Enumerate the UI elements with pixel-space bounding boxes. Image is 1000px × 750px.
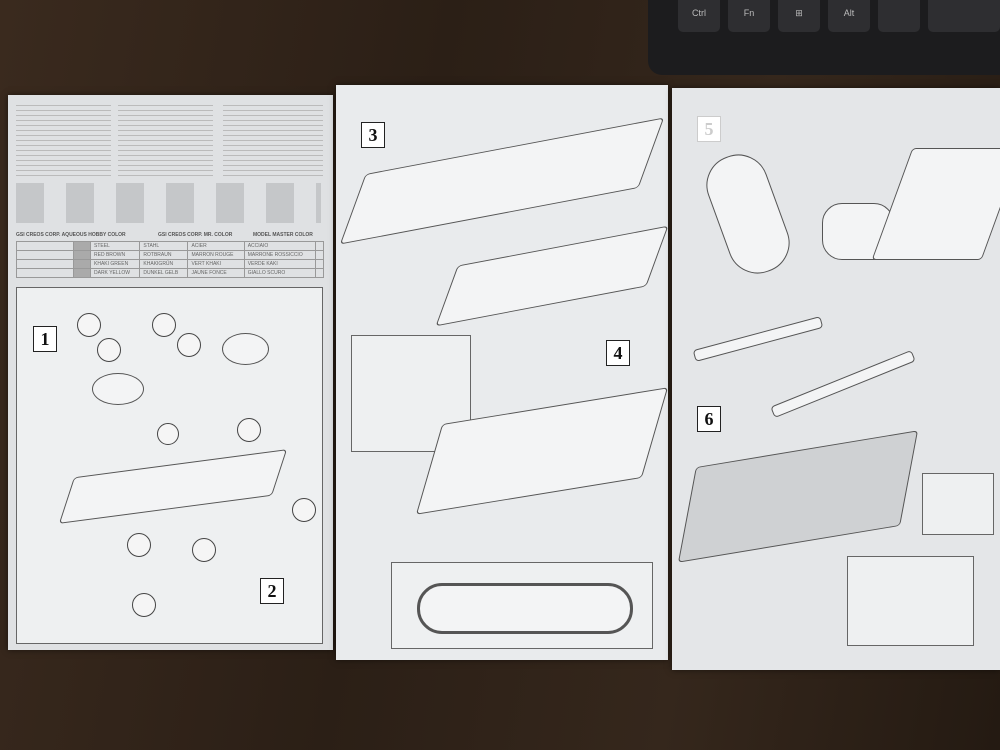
step-number-1: 1 [33,326,57,352]
suspension-unit [222,333,269,365]
step-number-5: 5 [697,116,721,142]
road-wheel [192,538,216,562]
paint-header-aqueous: GSI CREOS CORP. AQUEOUS HOBBY COLOR [16,232,126,238]
key-alt: Alt [828,0,870,32]
fender-part [698,146,798,282]
hull-bottom [58,449,288,524]
step-number-3: 3 [361,122,385,148]
keyboard: Ctrl Fn ⊞ Alt [648,0,1000,75]
key-space [928,0,1000,32]
suspension-arm [92,373,144,405]
key-ctrl: Ctrl [678,0,720,32]
road-wheel [157,423,179,445]
instruction-page-1: GSI CREOS CORP. AQUEOUS HOBBY COLOR GSI … [8,95,333,650]
step-number-6: 6 [697,406,721,432]
rear-hull [871,148,1000,260]
road-wheel [237,418,261,442]
road-wheel [177,333,201,357]
road-wheel [127,533,151,557]
track-run-diagram [391,562,653,649]
paint-header-mrcolor: GSI CREOS CORP. MR. COLOR [158,232,233,238]
upper-hull [339,117,665,245]
gun-barrel [770,349,916,419]
track-loop [417,583,633,634]
detail-inset [922,473,994,535]
key [878,0,920,32]
text-block [16,105,111,180]
detail-inset [847,556,974,646]
road-wheel [97,338,121,362]
step-number-2: 2 [260,578,284,604]
step-number-4: 4 [606,340,630,366]
hull-tub [677,430,919,563]
idler-wheel [292,498,316,522]
text-block [118,105,213,180]
drive-sprocket [132,593,156,617]
instruction-page-2: 3 4 [336,85,669,660]
tow-bar [692,316,824,362]
text-block [223,105,323,180]
key-windows: ⊞ [778,0,820,32]
road-wheel [152,313,176,337]
symbols-legend [16,183,321,223]
instruction-page-3: 5 6 [672,88,1000,670]
road-wheel [77,313,101,337]
upper-hull [435,225,669,327]
key-fn: Fn [728,0,770,32]
assembly-section-1-2: 1 2 [16,287,323,644]
paint-header-modelmaster: MODEL MASTER COLOR [253,232,313,238]
